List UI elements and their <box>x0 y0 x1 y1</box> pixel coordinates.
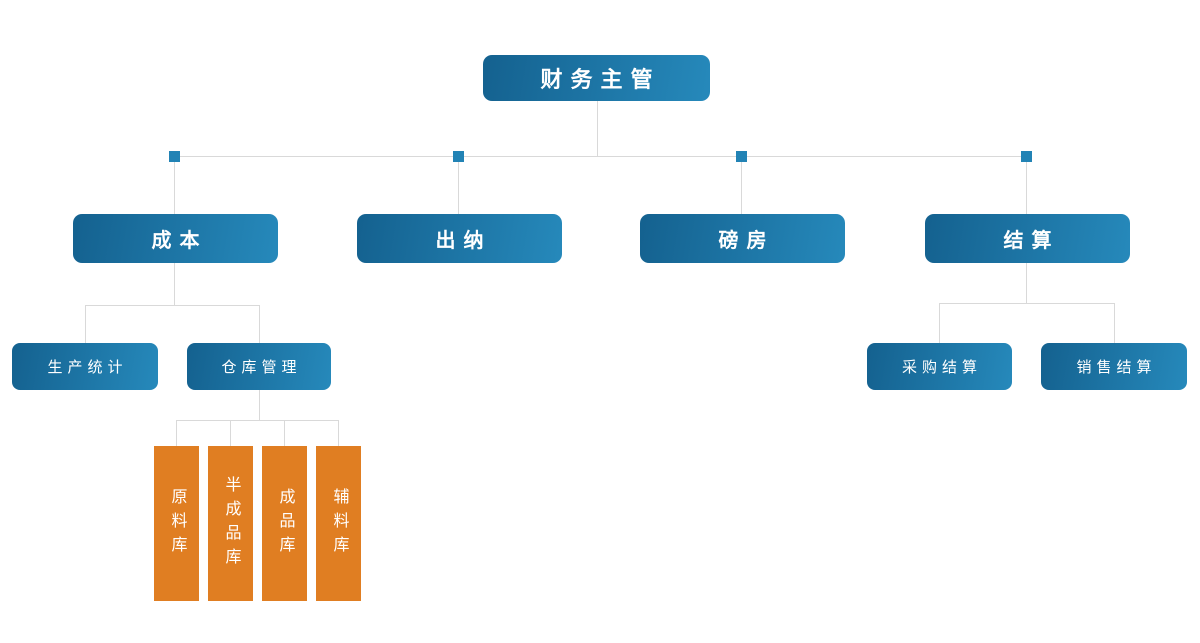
node-settlement: 结算 <box>925 214 1130 263</box>
node-finance-director-label: 财务主管 <box>540 67 661 92</box>
node-finished-warehouse: 成品库 <box>262 446 307 601</box>
node-weighbridge: 磅房 <box>640 214 845 263</box>
branch-drop-line-settlement <box>1026 156 1027 214</box>
node-sales-settlement: 销售结算 <box>1041 343 1187 390</box>
purchase-settlement-drop-line <box>939 303 940 343</box>
junction-square-cashier <box>453 151 464 162</box>
branch-drop-line-cashier <box>458 156 459 214</box>
branch-drop-line-weighbridge <box>741 156 742 214</box>
node-sales-settlement-label: 销售结算 <box>1076 359 1157 376</box>
node-semi-finished-warehouse-label: 半成品库 <box>222 475 240 572</box>
node-raw-material-warehouse: 原料库 <box>154 446 199 601</box>
node-production-statistics-label: 生产统计 <box>47 359 128 376</box>
semi-finished-drop-line <box>230 420 231 446</box>
node-finished-warehouse-label: 成品库 <box>276 487 294 560</box>
warehouse-mgmt-children-drop-line <box>259 390 260 420</box>
junction-square-weighbridge <box>736 151 747 162</box>
cost-children-line <box>85 305 259 306</box>
node-warehouse-management-label: 仓库管理 <box>221 359 302 376</box>
branch-drop-line-cost <box>174 156 175 214</box>
root-drop-line <box>597 101 598 156</box>
node-auxiliary-warehouse: 辅料库 <box>316 446 361 601</box>
node-finance-director: 财务主管 <box>483 55 710 101</box>
node-settlement-label: 结算 <box>1003 230 1060 252</box>
node-purchase-settlement: 采购结算 <box>867 343 1012 390</box>
cost-drop-line <box>174 263 175 305</box>
sales-settlement-drop-line <box>1114 303 1115 343</box>
node-auxiliary-warehouse-label: 辅料库 <box>330 487 348 560</box>
finished-drop-line <box>284 420 285 446</box>
node-cost-label: 成本 <box>151 230 208 252</box>
node-raw-material-warehouse-label: 原料库 <box>168 487 186 560</box>
junction-square-cost <box>169 151 180 162</box>
node-warehouse-management: 仓库管理 <box>187 343 331 390</box>
node-semi-finished-warehouse: 半成品库 <box>208 446 253 601</box>
main-branch-line <box>174 156 1026 157</box>
node-purchase-settlement-label: 采购结算 <box>901 359 982 376</box>
node-weighbridge-label: 磅房 <box>718 230 775 252</box>
node-cashier-label: 出纳 <box>435 230 492 252</box>
node-cost: 成本 <box>73 214 278 263</box>
settlement-drop-line <box>1026 263 1027 303</box>
production-stats-drop-line <box>85 305 86 343</box>
settlement-children-line <box>939 303 1114 304</box>
raw-material-drop-line <box>176 420 177 446</box>
junction-square-settlement <box>1021 151 1032 162</box>
node-cashier: 出纳 <box>357 214 562 263</box>
warehouse-mgmt-drop-line <box>259 305 260 343</box>
auxiliary-drop-line <box>338 420 339 446</box>
node-production-statistics: 生产统计 <box>12 343 158 390</box>
warehouse-children-line <box>176 420 339 421</box>
